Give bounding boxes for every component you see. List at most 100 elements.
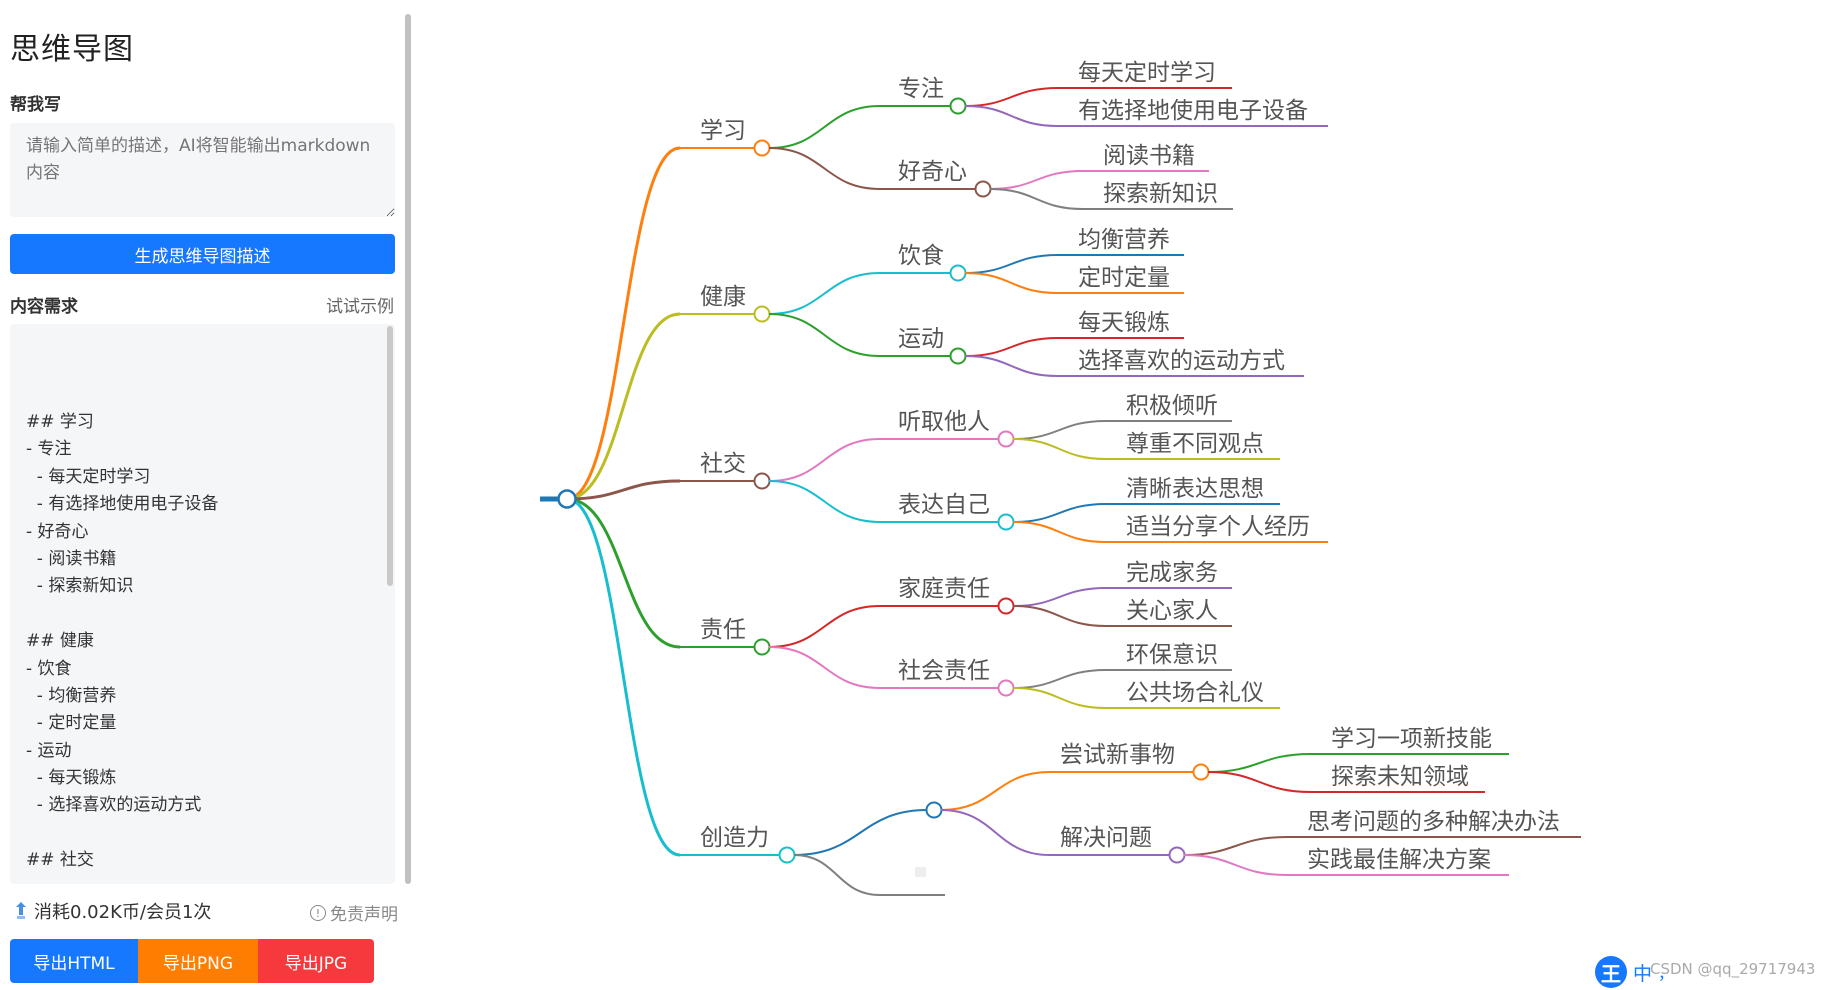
leaf-node-label: 均衡营养 [1078, 227, 1170, 253]
leaf-connector [1012, 521, 1107, 543]
cost-text: 消耗0.02K币/会员1次 [34, 902, 212, 923]
child-node-circle[interactable] [997, 679, 1015, 697]
child-node-circle[interactable] [949, 347, 967, 365]
markdown-content: ## 学习- 专注 - 每天定时学习 - 有选择地使用电子设备- 好奇心 - 阅… [26, 409, 395, 875]
branch-connector [566, 146, 681, 501]
leaf-node-label: 探索未知领域 [1331, 764, 1469, 790]
leaf-node-label: 环保意识 [1126, 642, 1218, 668]
markdown-line: - 专注 [26, 439, 72, 460]
branch-node-label: 社交 [700, 451, 746, 477]
markdown-line: - 运动 [26, 740, 72, 761]
editor-scrollbar[interactable] [387, 326, 393, 586]
child-connector [768, 480, 881, 523]
sidebar-scrollbar[interactable] [405, 14, 411, 884]
child-connector [768, 272, 881, 315]
leaf-node-label: 积极倾听 [1126, 393, 1218, 419]
export-png-button[interactable]: 导出PNG [138, 939, 258, 983]
markdown-line: ## 社交 [26, 850, 94, 871]
branch-node-label: 学习 [700, 118, 746, 144]
branch-connector [566, 497, 681, 857]
subchild-node-label: 解决问题 [1060, 825, 1152, 851]
disclaimer-link[interactable]: ! 免责声明 [310, 900, 398, 925]
ime-toolbar[interactable]: 王 中 ， [1595, 956, 1674, 988]
page-title: 思维导图 [10, 32, 134, 67]
child-node-circle[interactable] [997, 597, 1015, 615]
child-node-label: 饮食 [898, 243, 944, 269]
child-node-circle[interactable] [997, 513, 1015, 531]
ime-mode-indicator[interactable]: 中 [1633, 962, 1653, 985]
leaf-connector [1183, 836, 1288, 856]
subchild-node-label: 尝试新事物 [1060, 742, 1175, 768]
subchild-node-circle[interactable] [1192, 763, 1210, 781]
leaf-connector [1183, 854, 1288, 876]
leaf-connector [964, 254, 1059, 274]
markdown-line: - 每天定时学习 [26, 466, 151, 487]
markdown-line: - 选择喜欢的运动方式 [26, 795, 202, 816]
child-node-label: 运动 [898, 326, 944, 352]
child-connector [793, 854, 881, 896]
leaf-connector [964, 87, 1059, 107]
child-node-circle[interactable] [949, 264, 967, 282]
sidebar-panel: 思维导图 帮我写 生成思维导图描述 内容需求 试试示例 ## 学习- 专注 - … [0, 0, 412, 990]
description-input[interactable] [10, 123, 395, 217]
generate-description-button[interactable]: 生成思维导图描述 [10, 234, 395, 274]
child-connector [768, 438, 881, 482]
leaf-connector [1012, 503, 1107, 523]
child-connector [768, 646, 881, 689]
leaf-connector [964, 272, 1059, 294]
leaf-node-label: 学习一项新技能 [1331, 726, 1492, 752]
branch-node-circle[interactable] [753, 139, 771, 157]
markdown-line: - 均衡营养 [26, 685, 117, 706]
content-requirement-label: 内容需求 [10, 297, 78, 317]
child-node-circle[interactable] [997, 430, 1015, 448]
export-html-button[interactable]: 导出HTML [10, 939, 138, 983]
placeholder-node [915, 867, 926, 877]
child-connector [768, 313, 881, 357]
subchild-node-circle[interactable] [1168, 846, 1186, 864]
leaf-connector [989, 188, 1084, 210]
markdown-line: ## 学习 [26, 412, 94, 432]
branch-connector [566, 497, 681, 649]
disclaimer-label: 免责声明 [330, 905, 398, 925]
child-node-circle[interactable] [949, 97, 967, 115]
leaf-connector [1012, 687, 1107, 709]
markdown-line: - 探索新知识 [26, 576, 134, 597]
child-node-label: 好奇心 [898, 159, 967, 185]
leaf-connector [1207, 771, 1312, 793]
info-icon: ! [310, 904, 326, 921]
leaf-node-label: 尊重不同观点 [1126, 431, 1264, 457]
child-node-label: 专注 [898, 76, 944, 102]
leaf-connector [964, 105, 1059, 127]
try-example-link[interactable]: 试试示例 [326, 297, 394, 317]
cost-info: 消耗0.02K币/会员1次 [14, 898, 211, 924]
branch-node-circle[interactable] [753, 638, 771, 656]
markdown-line: - 阅读书籍 [26, 548, 117, 569]
branch-node-circle[interactable] [778, 846, 796, 864]
markdown-line: - 饮食 [26, 658, 72, 679]
root-node-circle[interactable] [557, 489, 577, 509]
markdown-line: - 定时定量 [26, 713, 117, 734]
child-node-label: 家庭责任 [898, 576, 990, 602]
child-connector [768, 105, 881, 149]
leaf-node-label: 关心家人 [1126, 598, 1218, 624]
export-jpg-button[interactable]: 导出JPG [258, 939, 374, 983]
child-node-circle[interactable] [925, 801, 943, 819]
leaf-node-label: 有选择地使用电子设备 [1078, 98, 1308, 124]
branch-node-circle[interactable] [753, 305, 771, 323]
ime-logo-icon[interactable]: 王 [1595, 956, 1627, 988]
branch-node-label: 责任 [700, 617, 746, 643]
leaf-node-label: 每天锻炼 [1078, 310, 1170, 336]
markdown-editor[interactable]: ## 学习- 专注 - 每天定时学习 - 有选择地使用电子设备- 好奇心 - 阅… [10, 324, 395, 884]
branch-node-circle[interactable] [753, 472, 771, 490]
coin-icon [16, 902, 26, 919]
child-node-circle[interactable] [974, 180, 992, 198]
footer-bar: 消耗0.02K币/会员1次 ! 免责声明 导出HTML 导出PNG 导出JPG [0, 888, 412, 990]
child-node-label: 社会责任 [898, 658, 990, 684]
ime-punctuation-icon[interactable]: ， [1658, 964, 1675, 983]
child-connector [793, 809, 928, 856]
leaf-connector [989, 170, 1084, 190]
leaf-node-label: 定时定量 [1078, 265, 1170, 291]
markdown-line: ## 健康 [26, 631, 94, 652]
leaf-node-label: 清晰表达思想 [1126, 476, 1264, 502]
